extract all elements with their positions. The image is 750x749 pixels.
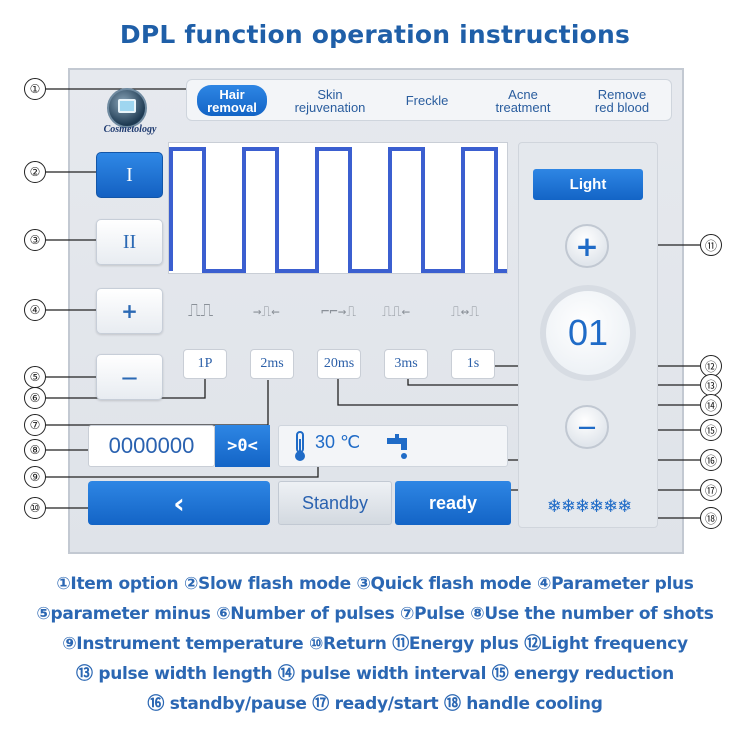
logo-text: Cosmetology xyxy=(103,124,157,135)
pulse-interval-icon: ⌐⌐→⎍ xyxy=(321,304,357,320)
callout-2: ② xyxy=(24,161,46,183)
monitor-icon xyxy=(118,99,136,113)
callout-6: ⑥ xyxy=(24,387,46,409)
water-tap-icon xyxy=(387,434,407,459)
reset-counter-button[interactable]: >0< xyxy=(215,425,270,467)
callout-10: ⑩ xyxy=(24,497,46,519)
pulse-value[interactable]: 2ms xyxy=(250,349,294,379)
waveform-display xyxy=(168,142,508,274)
quick-flash-mode-button[interactable]: II xyxy=(96,219,163,265)
tab-remove-red-blood[interactable]: Remove red blood xyxy=(594,86,650,115)
legend-line-3: ⑨Instrument temperature ⑩Return ⑪Energy … xyxy=(62,634,688,654)
legend-line-4: ⑬ pulse width length ⑭ pulse width inter… xyxy=(76,664,674,684)
pulse-count-value[interactable]: 1P xyxy=(183,349,227,379)
slow-flash-mode-button[interactable]: I xyxy=(96,152,163,198)
light-button[interactable]: Light xyxy=(533,169,643,200)
shot-counter: 0000000 xyxy=(88,425,215,467)
pulse-train-icon: ⎍⎍ xyxy=(188,300,214,321)
energy-minus-button[interactable]: — xyxy=(565,405,609,449)
legend-line-2: ⑤parameter minus ⑥Number of pulses ⑦Puls… xyxy=(36,604,714,624)
energy-value-display: 01 xyxy=(540,285,636,381)
callout-3: ③ xyxy=(24,229,46,251)
callout-4: ④ xyxy=(24,299,46,321)
parameter-minus-button[interactable]: — xyxy=(96,354,163,400)
tab-freckle[interactable]: Freckle xyxy=(405,93,449,108)
callout-1: ① xyxy=(24,78,46,100)
tab-skin-rejuvenation[interactable]: Skin rejuvenation xyxy=(294,86,366,115)
light-frequency-value[interactable]: 1s xyxy=(451,349,495,379)
legend-line-5: ⑯ standby/pause ⑰ ready/start ⑱ handle c… xyxy=(147,694,603,714)
tab-hair-removal[interactable]: Hair removal xyxy=(197,85,267,116)
callout-5: ⑤ xyxy=(24,366,46,388)
square-wave-graphic xyxy=(169,147,507,273)
callout-8: ⑧ xyxy=(24,439,46,461)
tab-acne-treatment[interactable]: Acne treatment xyxy=(495,86,551,115)
pulse-width-icon: →⎍← xyxy=(253,304,280,320)
pulse-interval-value[interactable]: 20ms xyxy=(317,349,361,379)
legend-line-1: ①Item option ②Slow flash mode ③Quick fla… xyxy=(56,574,694,594)
return-button[interactable]: ‹ xyxy=(88,481,270,525)
callout-17: ⑰ xyxy=(700,479,722,501)
callout-15: ⑮ xyxy=(700,419,722,441)
callout-14: ⑭ xyxy=(700,394,722,416)
status-bar xyxy=(278,425,508,467)
callout-7: ⑦ xyxy=(24,414,46,436)
callout-13: ⑬ xyxy=(700,374,722,396)
callout-16: ⑯ xyxy=(700,449,722,471)
callout-9: ⑨ xyxy=(24,466,46,488)
callout-12: ⑫ xyxy=(700,355,722,377)
pulse-width-value[interactable]: 3ms xyxy=(384,349,428,379)
parameter-plus-button[interactable]: + xyxy=(96,288,163,334)
tab-bar xyxy=(186,79,672,121)
thermometer-icon xyxy=(295,431,305,461)
callout-18: ⑱ xyxy=(700,507,722,529)
energy-plus-button[interactable]: + xyxy=(565,224,609,268)
pulse-width-length-icon: ⎍⎍← xyxy=(382,304,411,320)
callout-11: ⑪ xyxy=(700,234,722,256)
standby-button[interactable]: Standby xyxy=(278,481,392,525)
page-title: DPL function operation instructions xyxy=(119,20,631,49)
light-frequency-icon: ⎍↔⎍ xyxy=(451,304,480,320)
temperature-readout: 30 ℃ xyxy=(315,432,361,452)
legend: ①Item option ②Slow flash mode ③Quick fla… xyxy=(0,569,750,719)
ready-button[interactable]: ready xyxy=(395,481,511,525)
handle-cooling-indicator[interactable]: ❄❄❄❄❄❄ xyxy=(546,495,633,517)
